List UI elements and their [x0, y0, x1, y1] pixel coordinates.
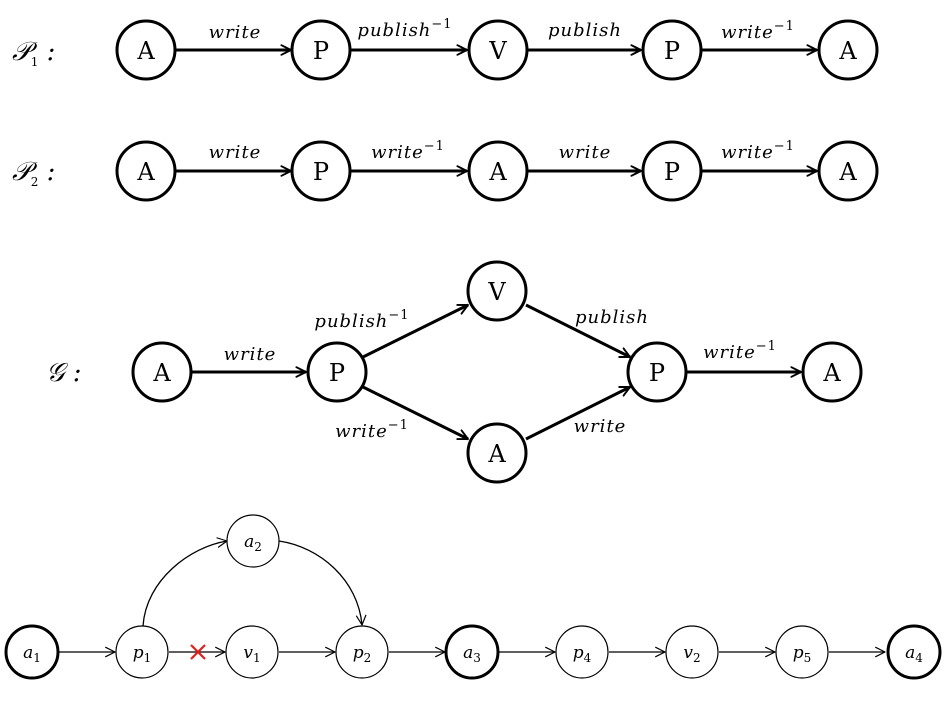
edge-g-a-p-2 [525, 385, 631, 441]
node-label-p2-5: A [838, 158, 857, 186]
node-a4 [886, 624, 942, 680]
bottom-path: a1 p1 v1 p2 a3 p4 v2 p5 a4 a2 [4, 514, 942, 680]
node-p2-5 [817, 140, 879, 202]
node-label-g-2: P [329, 359, 345, 387]
edge-label-p1-1: write [209, 22, 262, 43]
node-p1-1 [115, 19, 177, 81]
edge-label-p1-4: write−1 [721, 19, 795, 43]
node-p1 [115, 625, 169, 679]
edge-label-g-6: write−1 [703, 339, 777, 363]
node-p1-3 [467, 19, 529, 81]
graph-g: 𝒢 : write publish−1 write−1 publish writ… [46, 260, 863, 484]
node-p1-5 [817, 19, 879, 81]
row-p1: 𝒫1 : write publish−1 publish write−1 A P… [12, 17, 879, 81]
node-p2-1 [115, 140, 177, 202]
node-label-g-6: A [822, 359, 841, 387]
node-label-p1-2: P [313, 37, 329, 65]
node-label-p2-3: A [488, 158, 507, 186]
row-label-p2: 𝒫2 : [12, 157, 55, 189]
node-label-g-3: V [487, 278, 506, 306]
edge-label-g-3: write−1 [335, 418, 409, 442]
node-label-p1-3: V [488, 37, 507, 65]
node-p1-4 [641, 19, 703, 81]
node-label-p4: p4 [573, 643, 592, 665]
node-p5 [775, 625, 829, 679]
node-label-v2: v2 [683, 643, 700, 665]
edge-label-p2-2: write−1 [371, 139, 445, 163]
node-a2 [226, 514, 280, 568]
row-label-g: 𝒢 : [46, 358, 82, 388]
node-label-p2-4: P [664, 158, 680, 186]
node-label-p2-1: A [136, 158, 155, 186]
node-label-g-4: A [487, 440, 506, 468]
row-p2: 𝒫2 : write write−1 write write−1 A P A P… [12, 139, 879, 202]
edge-label-g-2: publish−1 [314, 308, 409, 332]
node-label-p1: p1 [133, 643, 152, 665]
node-g-a-mid [466, 422, 528, 484]
node-label-p5: p5 [793, 643, 812, 665]
node-label-p1-5: A [838, 37, 857, 65]
edge-label-p2-4: write−1 [721, 139, 795, 163]
node-g-a-start [131, 341, 193, 403]
node-label-p2: p2 [353, 643, 372, 665]
edge-g-p-v [362, 303, 469, 359]
node-g-v [466, 260, 528, 322]
edge-label-p1-3: publish [548, 20, 622, 41]
node-label-p1-4: P [664, 37, 680, 65]
node-label-p2-2: P [313, 158, 329, 186]
edge-label-p2-3: write [559, 142, 612, 163]
node-g-p-left [306, 341, 368, 403]
node-label-g-1: A [152, 359, 171, 387]
row-label-p1: 𝒫1 : [12, 37, 55, 69]
node-label-g-5: P [649, 359, 665, 387]
edge-label-p1-2: publish−1 [357, 17, 452, 41]
edge-g-v-p [525, 303, 631, 359]
edge-label-g-4: publish [575, 307, 649, 328]
node-label-a3: a3 [463, 643, 481, 665]
node-v1 [225, 625, 279, 679]
node-p2-3 [467, 140, 529, 202]
node-p2 [335, 625, 389, 679]
node-a3 [444, 624, 500, 680]
node-p4 [555, 625, 609, 679]
node-label-p1-1: A [136, 37, 155, 65]
node-label-v1: v1 [243, 643, 260, 665]
node-label-a1: a1 [23, 643, 41, 665]
edge-label-g-1: write [224, 344, 277, 365]
node-a1 [4, 624, 60, 680]
node-v2 [665, 625, 719, 679]
node-p2-4 [641, 140, 703, 202]
node-label-a2: a2 [244, 532, 262, 554]
node-g-p-right [626, 341, 688, 403]
edge-a2-p2 [278, 540, 367, 626]
node-label-a4: a4 [905, 643, 923, 665]
edge-label-p2-1: write [209, 142, 262, 163]
node-g-a-end [801, 341, 863, 403]
node-p1-2 [290, 19, 352, 81]
edge-label-g-5: write [574, 416, 627, 437]
cross-mark-icon [190, 644, 206, 660]
node-p2-2 [290, 140, 352, 202]
edge-p1-a2 [142, 537, 228, 627]
edge-g-p-a [362, 385, 469, 441]
